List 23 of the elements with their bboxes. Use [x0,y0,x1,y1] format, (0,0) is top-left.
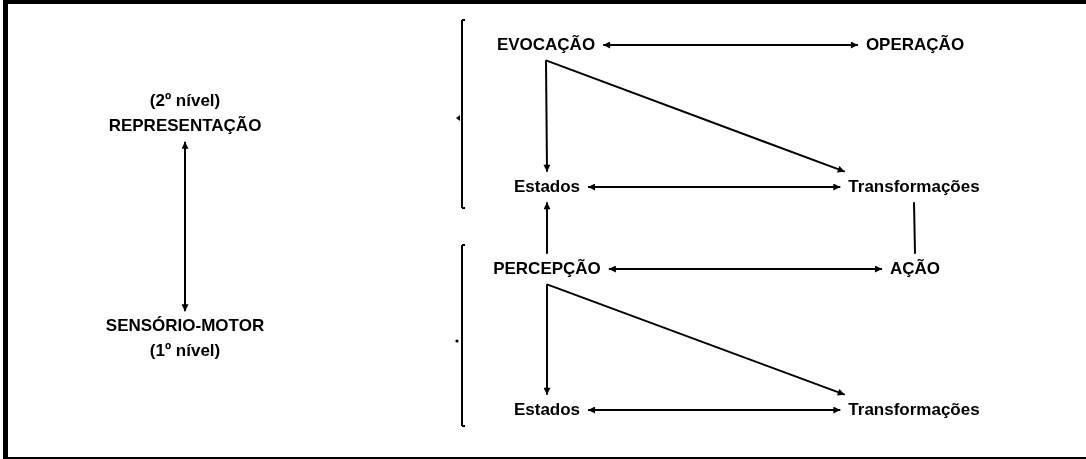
concept-label: OPERAÇÃO [857,29,973,61]
level-label: (2º nível) [148,90,222,113]
level-label: SENSÓRIO-MOTOR [105,315,265,338]
concept-label: Transformações [840,394,988,426]
arrow [602,41,859,49]
arrow [543,59,551,173]
arrow [543,201,551,255]
arrow [587,406,842,414]
arrow [546,283,846,396]
arrow [607,265,883,273]
concept-label: AÇÃO [881,253,949,285]
concept-label: PERCEPÇÃO [485,253,609,285]
concept-label: EVOCAÇÃO [488,29,604,61]
concept-label: Transformações [840,171,988,203]
arrow [543,283,551,396]
connector-line [913,201,916,255]
level-label: (1º nível) [148,340,222,362]
concept-label: Estados [505,171,589,203]
concept-label: Estados [505,394,589,426]
arrow [545,59,846,173]
arrow [181,140,189,313]
level-label: REPRESENTAÇÃO [108,115,262,137]
arrow [587,183,842,191]
